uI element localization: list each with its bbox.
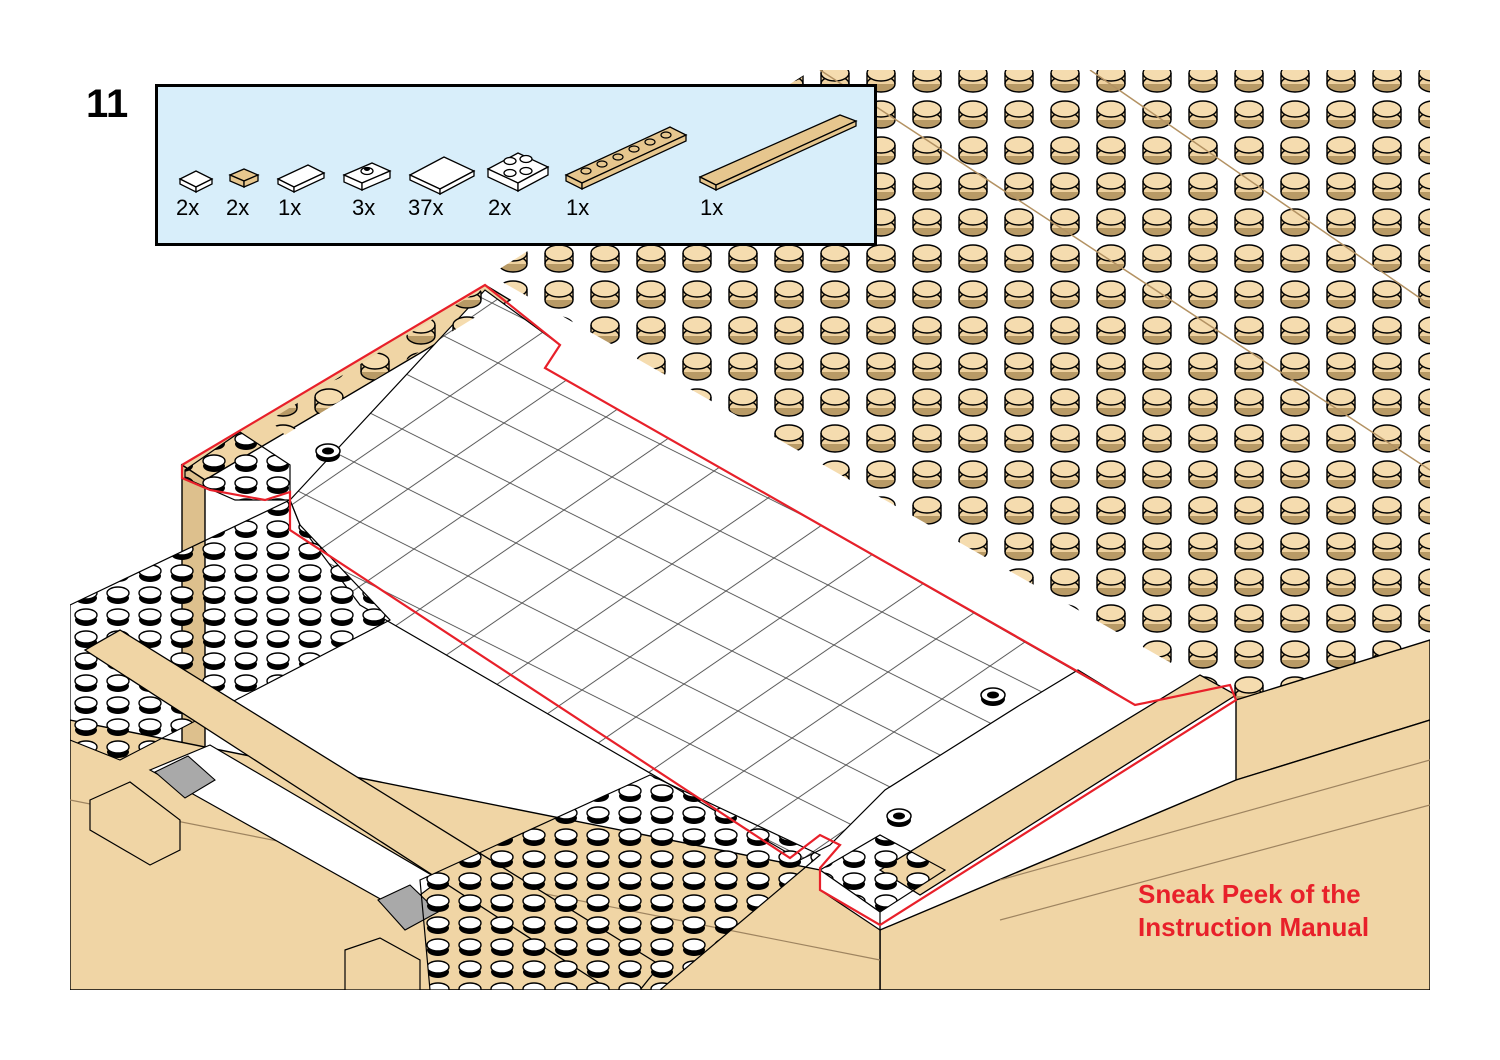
part-qty: 2x bbox=[176, 195, 200, 220]
part-qty: 1x bbox=[278, 195, 302, 220]
drawer-block bbox=[344, 937, 421, 990]
step-number: 11 bbox=[86, 82, 129, 126]
jumper-plate bbox=[315, 443, 341, 462]
jumper-plate bbox=[886, 808, 912, 827]
part-qty: 1x bbox=[700, 195, 724, 220]
white-plate-bottom bbox=[419, 774, 822, 990]
part-qty: 37x bbox=[408, 195, 444, 220]
white-2x2-tile-icon bbox=[408, 156, 476, 196]
white-1x1-tile-icon bbox=[178, 170, 214, 194]
baseplate-seam bbox=[1089, 70, 1430, 306]
tan-1x1-tile-icon bbox=[228, 168, 260, 188]
parts-list-box: 2x 2x 1x 3x bbox=[155, 84, 877, 246]
right-side-face bbox=[1235, 639, 1430, 781]
part-qty: 3x bbox=[352, 195, 376, 220]
new-parts-highlight bbox=[180, 283, 1238, 927]
white-1x2-tile-icon bbox=[276, 164, 326, 194]
part-qty: 1x bbox=[566, 195, 590, 220]
part-qty: 2x bbox=[488, 195, 512, 220]
white-1x2-jumper-plate-icon bbox=[342, 162, 392, 192]
gray-tile bbox=[154, 755, 216, 799]
sneak-peek-note: Sneak Peek of the Instruction Manual bbox=[1138, 878, 1369, 944]
sneak-peek-line1: Sneak Peek of the bbox=[1138, 879, 1361, 909]
part-qty: 2x bbox=[226, 195, 250, 220]
tan-1x6-plate-icon bbox=[564, 126, 688, 191]
jumper-plate bbox=[980, 687, 1006, 706]
tan-stud-row bbox=[270, 290, 495, 435]
tan-1x8-tile-icon bbox=[698, 114, 858, 192]
white-2x2-plate-icon bbox=[486, 152, 550, 193]
baseplate-seam bbox=[819, 70, 1430, 471]
drawer-block bbox=[89, 781, 181, 866]
sneak-peek-line2: Instruction Manual bbox=[1138, 912, 1370, 942]
